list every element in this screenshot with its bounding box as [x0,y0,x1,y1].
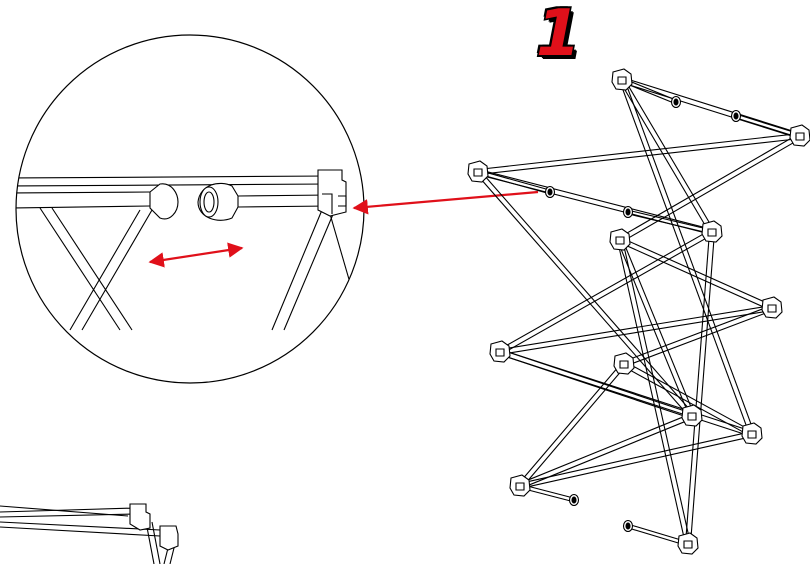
hub-connector-detail [747,430,757,439]
frame-pole [475,169,695,419]
hub-connector-detail [515,482,525,491]
hub-connector-detail [795,132,805,141]
frame-pole [621,77,801,139]
frame-pole [617,239,691,545]
magnifier-detail [15,34,365,384]
hub-connector-detail [473,168,483,177]
frame-pole [684,231,716,545]
frame-pole [498,229,714,355]
frame-pole [618,237,774,311]
frame-pole [618,133,802,243]
pole-end-cap-icon [519,483,580,507]
hub-connector-icon [613,352,635,375]
hub-connector-icon [489,340,511,363]
hub-connector-icon [741,422,763,445]
frame-structure [467,68,810,555]
pole-end-cap-icon [149,183,179,220]
pole-end-cap-icon [622,205,713,235]
hub-connector-icon [701,220,723,243]
pole-end-cap-icon [730,109,801,139]
hub-connector-icon [609,228,631,251]
hub-connector-detail [767,304,777,313]
hub-connector-icon [467,160,489,183]
frame-pole [622,361,754,437]
hub-connector-detail [615,236,625,245]
frame-pole [619,78,755,436]
hub-connector-icon [317,169,347,217]
frame-pole [499,304,773,356]
step-number: 1 [536,0,581,71]
frame-pole [519,431,753,489]
hub-connector-icon [761,296,783,319]
hub-connector-icon [611,68,633,91]
hub-connector-icon [509,474,531,497]
partial-frame-bottom-left [0,503,179,564]
double-headed-arrow-icon [148,242,244,268]
hub-connector-icon [129,503,151,531]
frame-pole [499,349,693,419]
left-arrow-icon [352,190,539,215]
hub-connector-icon [681,404,703,427]
frame-pole [622,305,774,367]
pole-end-cap-icon [477,169,556,199]
hub-connector-detail [707,228,717,237]
frame-pole [477,132,801,176]
detail-diagonal-poles-left [39,207,153,331]
magnifier-circle [15,34,365,384]
hub-connector-detail [619,360,629,369]
hub-connector-detail [617,76,627,85]
detail-horizontal-poles [16,175,331,209]
hub-connector-icon [159,525,179,551]
hub-connector-detail [683,540,693,549]
hub-connector-detail [495,348,505,357]
hub-connector-icon [677,532,699,555]
hub-connector-icon [789,124,810,147]
hub-connector-detail [687,412,697,421]
frame-pole [517,362,627,488]
